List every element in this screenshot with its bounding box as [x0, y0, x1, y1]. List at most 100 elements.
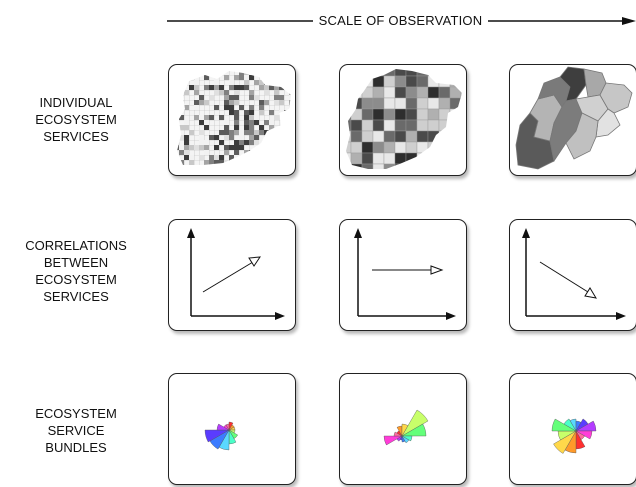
- map-cell: [169, 90, 174, 95]
- map-cell: [214, 145, 219, 150]
- map-cell: [346, 86, 352, 99]
- map-cell: [234, 130, 239, 135]
- map-cell: [204, 115, 209, 120]
- map-cell: [184, 120, 189, 125]
- medium-region-cells: [346, 69, 462, 169]
- map-cell: [394, 141, 407, 154]
- map-cell: [279, 130, 284, 135]
- map-cell: [219, 90, 224, 95]
- map-cell: [184, 90, 189, 95]
- map-cell: [169, 120, 174, 125]
- map-cell: [234, 95, 239, 100]
- map-cell: [361, 141, 374, 154]
- map-cell: [239, 130, 244, 135]
- map-cell: [269, 120, 274, 125]
- service-bundle-rose: [551, 418, 597, 454]
- map-cell: [254, 120, 259, 125]
- map-cell: [460, 97, 462, 110]
- map-cell: [214, 160, 219, 165]
- map-cell: [284, 145, 289, 150]
- map-cell: [199, 130, 204, 135]
- map-cell: [204, 120, 209, 125]
- map-cell: [416, 130, 429, 143]
- map-cell: [416, 69, 429, 77]
- map-cell: [234, 110, 239, 115]
- map-cell: [194, 80, 199, 85]
- map-cell: [234, 100, 239, 105]
- map-cell: [179, 165, 184, 170]
- map-cell: [361, 86, 374, 99]
- map-cell: [239, 85, 244, 90]
- map-cell: [224, 95, 229, 100]
- bundle-coarse-panel: [509, 373, 636, 485]
- map-cell: [224, 145, 229, 150]
- map-cell: [427, 69, 440, 77]
- map-cell: [189, 155, 194, 160]
- map-cell: [350, 141, 363, 154]
- map-cell: [449, 86, 462, 99]
- label-line: ECOSYSTEM: [35, 112, 117, 127]
- map-cell: [244, 130, 249, 135]
- map-cell: [234, 115, 239, 120]
- map-cell: [274, 115, 279, 120]
- map-cell: [244, 160, 249, 165]
- map-cell: [279, 95, 284, 100]
- map-cell: [194, 105, 199, 110]
- map-cell: [229, 95, 234, 100]
- map-cell: [244, 120, 249, 125]
- map-cell: [179, 115, 184, 120]
- map-cell: [169, 100, 174, 105]
- map-cell: [294, 95, 295, 100]
- map-cell: [372, 108, 385, 121]
- map-cell: [224, 105, 229, 110]
- map-cell: [449, 141, 462, 154]
- map-cell: [239, 75, 244, 80]
- map-cell: [438, 119, 451, 132]
- map-cell: [394, 108, 407, 121]
- map-cell: [194, 115, 199, 120]
- map-cell: [361, 69, 374, 77]
- bundle-wedge: [553, 430, 577, 454]
- map-cell: [269, 80, 274, 85]
- bundle-medium: [383, 409, 429, 446]
- map-cell: [254, 130, 259, 135]
- map-cell: [294, 90, 295, 95]
- map-cell: [383, 130, 396, 143]
- trend-arrowhead: [248, 256, 261, 267]
- map-cell: [269, 160, 274, 165]
- map-cell: [361, 152, 374, 165]
- row-label-individual-services: INDIVIDUAL ECOSYSTEM SERVICES: [0, 94, 152, 145]
- map-cell: [274, 100, 279, 105]
- coarse-region-map-panel: [509, 64, 636, 176]
- map-cell: [394, 69, 407, 77]
- map-cell: [405, 152, 418, 165]
- map-cell: [438, 141, 451, 154]
- map-cell: [294, 70, 295, 75]
- map-cell: [350, 69, 363, 77]
- map-cell: [269, 65, 274, 70]
- bundle-wedge: [401, 423, 427, 437]
- map-cell: [204, 75, 209, 80]
- map-cell: [184, 125, 189, 130]
- header-title-wrap: SCALE OF OBSERVATION: [165, 13, 636, 28]
- map-cell: [209, 170, 214, 175]
- map-cell: [383, 97, 396, 110]
- bundle-fine-panel: [168, 373, 296, 485]
- map-cell: [249, 135, 254, 140]
- map-cell: [460, 152, 462, 165]
- map-cell: [264, 90, 269, 95]
- map-cell: [416, 86, 429, 99]
- map-cell: [361, 119, 374, 132]
- map-cell: [346, 163, 352, 169]
- map-cell: [199, 155, 204, 160]
- service-bundle-rose: [204, 421, 238, 451]
- map-cell: [244, 65, 249, 70]
- map-cell: [383, 119, 396, 132]
- map-cell: [204, 71, 209, 75]
- map-cell: [394, 75, 407, 88]
- map-cell: [229, 165, 234, 170]
- y-axis-arrowhead: [522, 228, 530, 238]
- map-cell: [169, 170, 174, 175]
- map-cell: [229, 65, 234, 70]
- map-cell: [234, 140, 239, 145]
